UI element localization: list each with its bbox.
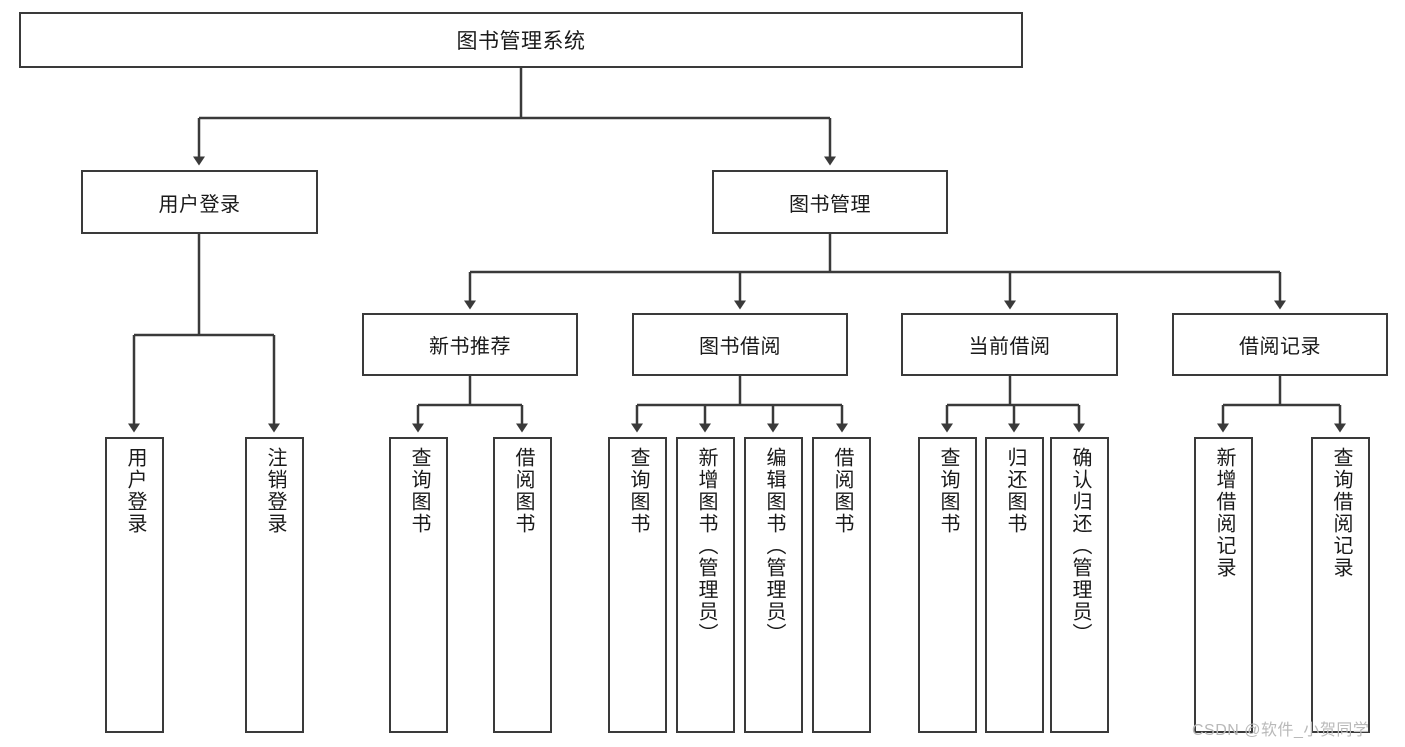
leaf-book-borrow-edit[interactable]: 编辑图书（管理员） <box>744 437 803 733</box>
leaf-book-borrow-edit-label: 编辑图书（管理员） <box>763 447 785 645</box>
leaf-current-borrow-return[interactable]: 归还图书 <box>985 437 1044 733</box>
leaf-borrow-record-query[interactable]: 查询借阅记录 <box>1311 437 1370 733</box>
leaf-new-book-query[interactable]: 查询图书 <box>389 437 448 733</box>
node-current-borrow[interactable]: 当前借阅 <box>901 313 1118 376</box>
node-book-management-label: 图书管理 <box>789 193 871 216</box>
leaf-user-login-logout-label: 注销登录 <box>264 447 286 535</box>
node-user-login[interactable]: 用户登录 <box>81 170 318 234</box>
node-book-borrow-label: 图书借阅 <box>699 336 781 358</box>
node-new-book-recommend[interactable]: 新书推荐 <box>362 313 578 376</box>
node-book-borrow[interactable]: 图书借阅 <box>632 313 848 376</box>
leaf-book-borrow-borrow-label: 借阅图书 <box>831 447 853 535</box>
leaf-current-borrow-return-label: 归还图书 <box>1004 447 1026 535</box>
leaf-borrow-record-add-label: 新增借阅记录 <box>1213 447 1235 579</box>
leaf-current-borrow-confirm-label: 确认归还（管理员） <box>1069 447 1091 645</box>
leaf-book-borrow-add-label: 新增图书（管理员） <box>695 447 717 645</box>
node-borrow-record[interactable]: 借阅记录 <box>1172 313 1388 376</box>
leaf-new-book-query-label: 查询图书 <box>408 447 430 535</box>
leaf-user-login-login-label: 用户登录 <box>124 447 146 535</box>
node-book-management[interactable]: 图书管理 <box>712 170 948 234</box>
leaf-book-borrow-borrow[interactable]: 借阅图书 <box>812 437 871 733</box>
node-user-login-label: 用户登录 <box>158 193 241 216</box>
node-root-label: 图书管理系统 <box>456 30 586 53</box>
node-current-borrow-label: 当前借阅 <box>968 336 1051 358</box>
leaf-borrow-record-query-label: 查询借阅记录 <box>1330 447 1352 579</box>
leaf-book-borrow-query-label: 查询图书 <box>627 447 649 535</box>
leaf-current-borrow-query[interactable]: 查询图书 <box>918 437 977 733</box>
leaf-book-borrow-add[interactable]: 新增图书（管理员） <box>676 437 735 733</box>
leaf-user-login-logout[interactable]: 注销登录 <box>245 437 304 733</box>
leaf-new-book-borrow-label: 借阅图书 <box>512 447 534 535</box>
node-borrow-record-label: 借阅记录 <box>1239 336 1321 358</box>
watermark: CSDN @软件_小贺同学 <box>1192 722 1370 739</box>
leaf-borrow-record-add[interactable]: 新增借阅记录 <box>1194 437 1253 733</box>
leaf-current-borrow-query-label: 查询图书 <box>937 447 959 535</box>
leaf-book-borrow-query[interactable]: 查询图书 <box>608 437 667 733</box>
leaf-user-login-login[interactable]: 用户登录 <box>105 437 164 733</box>
leaf-current-borrow-confirm[interactable]: 确认归还（管理员） <box>1050 437 1109 733</box>
leaf-new-book-borrow[interactable]: 借阅图书 <box>493 437 552 733</box>
node-new-book-recommend-label: 新书推荐 <box>429 336 511 358</box>
node-root[interactable]: 图书管理系统 <box>19 12 1023 68</box>
